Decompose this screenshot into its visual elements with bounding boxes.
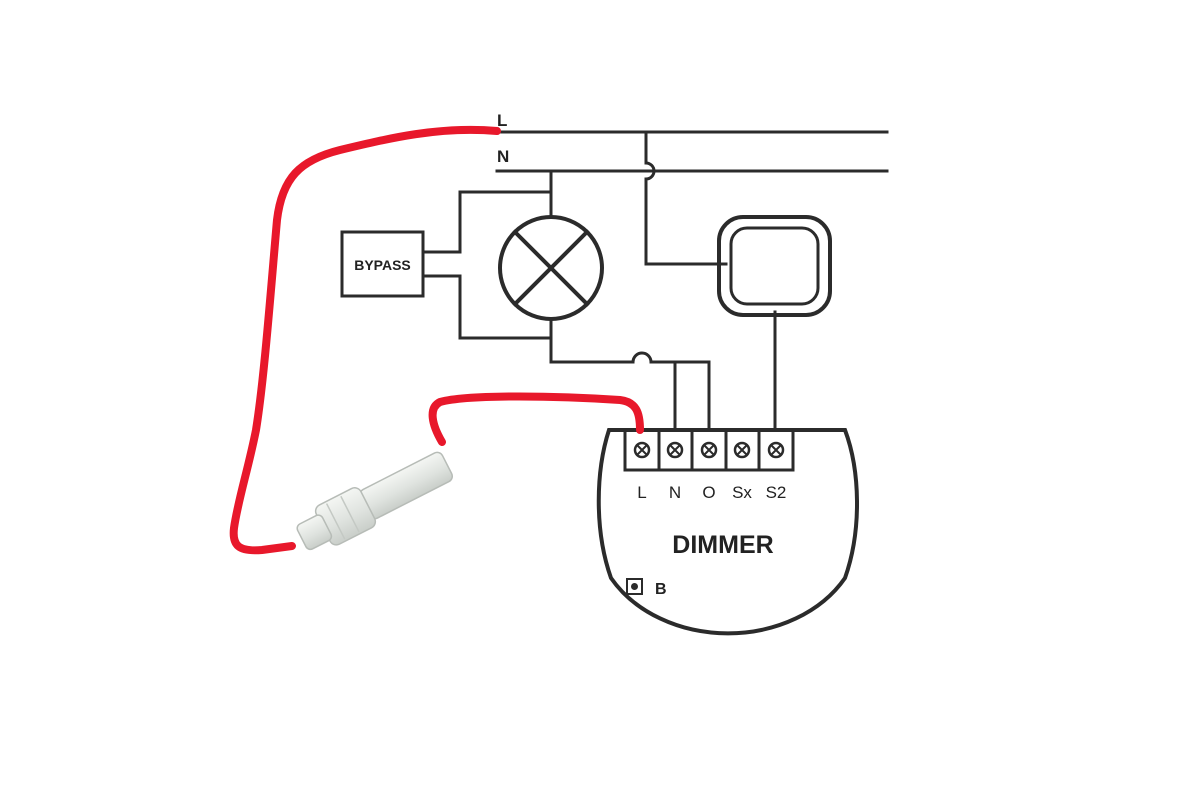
- dimmer-module: L N O Sx S2 DIMMER B: [596, 428, 859, 636]
- lamp-to-output-wire: [549, 318, 711, 432]
- bypass-label: BYPASS: [354, 257, 411, 273]
- red-wire-to-live: [229, 125, 501, 555]
- terminal-labels: L N O Sx S2: [637, 483, 786, 502]
- bypass-top-wire: [421, 190, 553, 254]
- bypass-module: BYPASS: [340, 230, 425, 298]
- live-to-switch-wire: [644, 130, 728, 266]
- screw-terminal-icon: [733, 441, 751, 459]
- wire-connector-icon: [296, 451, 454, 551]
- terminal-label-n: N: [669, 483, 681, 502]
- terminal-label-l: L: [637, 483, 646, 502]
- screw-terminal-icon: [700, 441, 718, 459]
- circuit-wires: [421, 130, 777, 432]
- red-wire-to-dimmer-l: [428, 392, 644, 446]
- screw-terminal-icon: [767, 441, 785, 459]
- lamp-icon: [498, 215, 604, 321]
- screw-terminal-icon: [666, 441, 684, 459]
- dimmer-housing: [596, 428, 859, 636]
- terminal-label-s2: S2: [766, 483, 787, 502]
- push-switch-icon: [717, 215, 832, 317]
- button-b: B: [626, 578, 667, 598]
- terminal-label-o: O: [702, 483, 715, 502]
- bypass-bottom-wire: [421, 274, 553, 340]
- terminal-block: [623, 428, 795, 472]
- button-b-label: B: [655, 581, 667, 598]
- bypass-box: [340, 230, 425, 298]
- live-line-label: L: [497, 111, 507, 130]
- terminal-label-sx: Sx: [732, 483, 752, 502]
- dimmer-title: DIMMER: [672, 531, 773, 559]
- red-wire: [229, 125, 644, 555]
- neutral-line-label: N: [497, 147, 509, 166]
- mains-lines: L N: [495, 111, 889, 173]
- screw-terminal-icon: [633, 441, 651, 459]
